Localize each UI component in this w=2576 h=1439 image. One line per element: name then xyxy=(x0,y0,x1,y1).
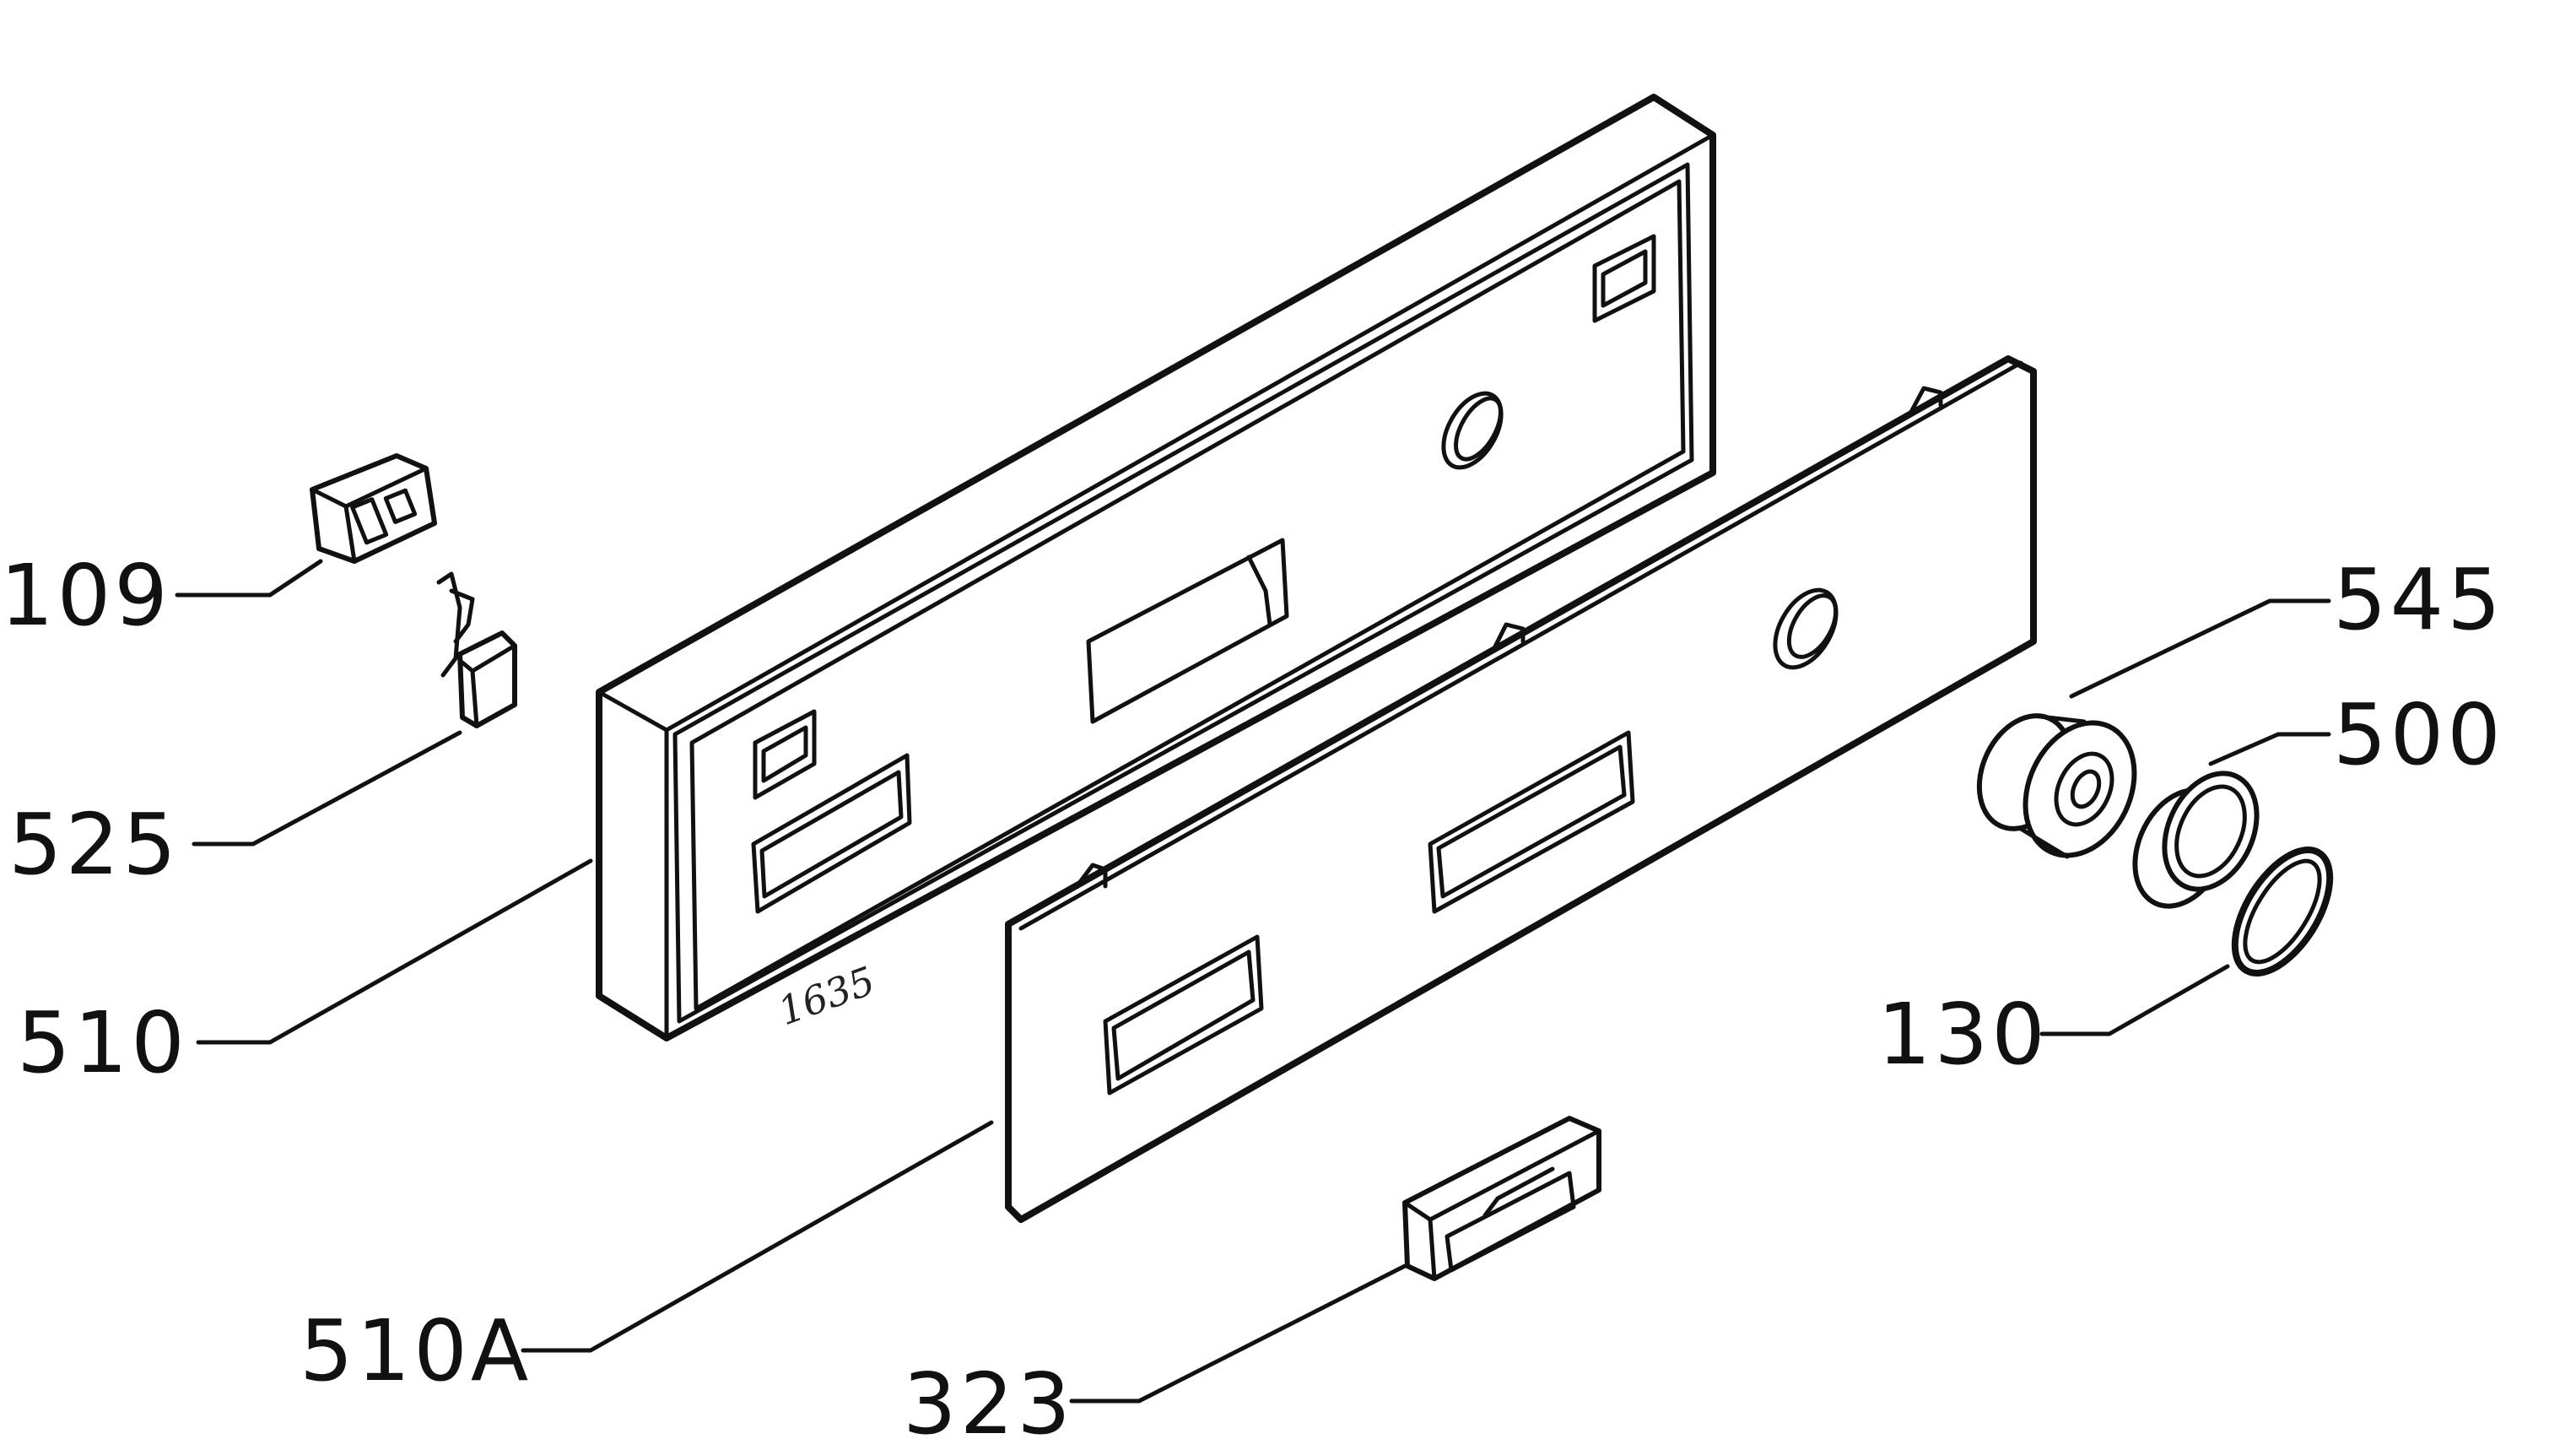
part-109-bracket xyxy=(310,453,437,564)
leader-lines xyxy=(175,559,2331,1404)
part-323-clip xyxy=(1402,1116,1601,1281)
label-323: 323 xyxy=(903,1355,1074,1435)
label-130: 130 xyxy=(1877,985,2049,1084)
part-510a-front-plate xyxy=(1005,355,2037,1223)
label-500: 500 xyxy=(2333,685,2504,784)
part-525-switch xyxy=(436,571,517,728)
part-545-knob xyxy=(1976,713,2137,859)
part-labels: 109 525 510 510A 323 545 500 130 1635 xyxy=(0,546,2504,1439)
part-130-ring xyxy=(2231,846,2334,977)
part-510-control-panel xyxy=(596,94,1716,1041)
label-510: 510 xyxy=(17,993,188,1092)
label-109: 109 xyxy=(0,546,171,645)
label-545: 545 xyxy=(2333,550,2504,649)
part-500-cap xyxy=(2132,771,2260,909)
label-525: 525 xyxy=(8,795,180,894)
label-510a: 510A xyxy=(300,1301,532,1400)
